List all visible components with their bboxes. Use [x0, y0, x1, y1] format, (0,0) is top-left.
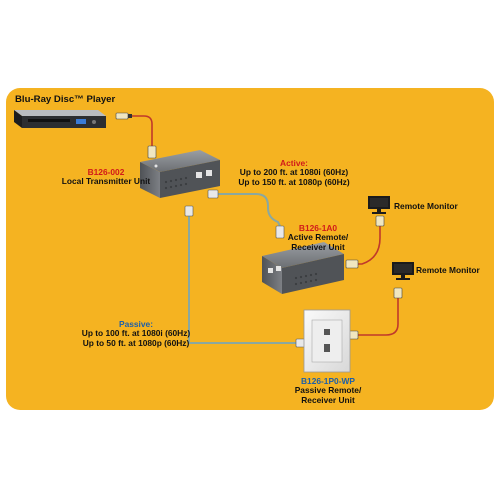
hdmi-cable-monitor1 — [358, 226, 381, 265]
hdmi-cable-monitor2 — [358, 298, 399, 336]
rj45-plug-transmitter-passive — [184, 205, 194, 217]
monitor-icon-1 — [368, 196, 390, 214]
hdmi-plug-bluray — [115, 112, 132, 120]
active-spec-line1: Up to 200 ft. at 1080i (60Hz) — [239, 167, 349, 178]
hdmi-plug-transmitter — [147, 145, 157, 159]
monitor1-label: Remote Monitor — [394, 201, 458, 211]
passive-spec-line2: Up to 50 ft. at 1080p (60Hz) — [82, 337, 190, 348]
hdmi-plug-receiver-out — [345, 259, 359, 269]
transmitter-label: B126-002 Local Transmitter Unit — [48, 167, 164, 187]
monitor2-label: Remote Monitor — [416, 265, 480, 275]
hdmi-plug-monitor1 — [375, 215, 385, 227]
monitor-icon-2 — [392, 262, 414, 280]
active-cable — [216, 193, 281, 227]
active-spec-block: Active: Up to 200 ft. at 1080i (60Hz) Up… — [228, 158, 360, 187]
bluray-player-icon — [14, 110, 106, 128]
active-receiver-line1: Active Remote/ — [287, 232, 349, 243]
active-title: Active: — [280, 158, 308, 168]
passive-spec-line1: Up to 100 ft. at 1080i (60Hz) — [81, 328, 191, 339]
passive-spec-block: Passive: Up to 100 ft. at 1080i (60Hz) U… — [78, 319, 194, 348]
active-spec-line2: Up to 150 ft. at 1080p (60Hz) — [238, 176, 350, 187]
passive-receiver-model: B126-1P0-WP — [301, 376, 355, 386]
transmitter-model: B126-002 — [87, 167, 125, 177]
passive-wallplate-icon — [303, 309, 351, 373]
diagram-board: Blu-Ray Disc™ Player B126-002 Local Tran… — [6, 88, 494, 410]
passive-receiver-label: B126-1P0-WP Passive Remote/ Receiver Uni… — [286, 376, 370, 405]
hdmi-cable-bluray — [128, 115, 153, 146]
transmitter-device-icon — [140, 150, 220, 198]
active-receiver-label: B126-1A0 Active Remote/ Receiver Unit — [278, 223, 358, 252]
passive-receiver-line2: Receiver Unit — [301, 394, 355, 405]
active-receiver-model: B126-1A0 — [298, 223, 338, 233]
rj45-plug-receiver — [275, 225, 285, 239]
active-receiver-device-icon — [262, 242, 344, 294]
passive-title: Passive: — [119, 319, 153, 329]
diagram-graphics — [6, 88, 494, 410]
passive-receiver-line1: Passive Remote/ — [294, 385, 362, 396]
bluray-label: Blu-Ray Disc™ Player — [15, 94, 116, 105]
active-receiver-line2: Receiver Unit — [291, 241, 345, 252]
transmitter-name: Local Transmitter Unit — [61, 176, 151, 187]
passive-cable — [188, 206, 306, 344]
background — [6, 88, 494, 410]
hdmi-plug-monitor2 — [393, 287, 403, 299]
rj45-plug-transmitter-active — [207, 189, 219, 199]
